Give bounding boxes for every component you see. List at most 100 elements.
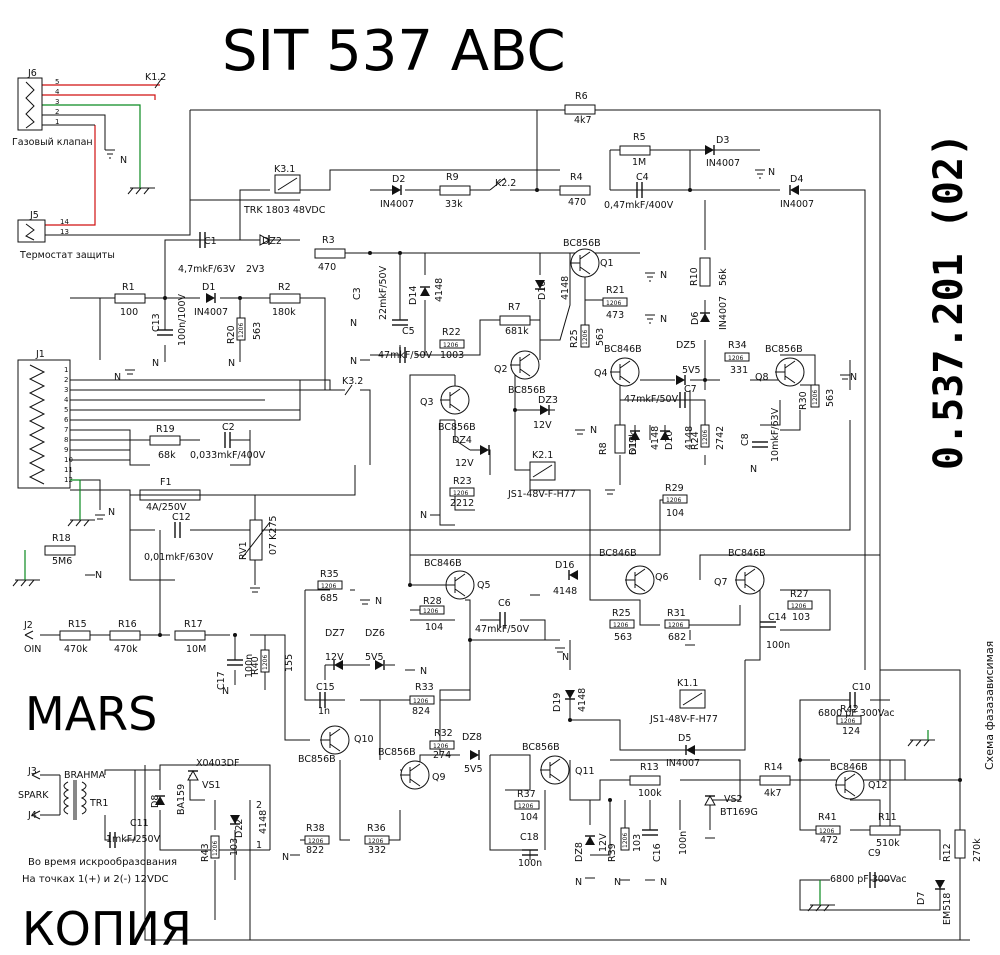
svg-text:563: 563	[825, 389, 836, 407]
svg-text:1: 1	[64, 366, 68, 374]
svg-text:R5: R5	[633, 132, 646, 143]
svg-text:C7: C7	[684, 384, 697, 395]
svg-text:R11: R11	[878, 812, 897, 823]
svg-text:1206: 1206	[613, 622, 628, 629]
svg-text:13: 13	[60, 228, 69, 236]
svg-text:D4: D4	[790, 174, 803, 185]
svg-text:1206: 1206	[368, 838, 383, 845]
connector-j6: J6 54 321 Газовый клапан	[12, 68, 93, 148]
capacitor-c2: C2 0,033mkF/400V	[190, 422, 266, 461]
svg-text:K3.1: K3.1	[274, 164, 295, 175]
svg-text:R35: R35	[320, 569, 339, 580]
svg-text:IN4007: IN4007	[780, 199, 814, 210]
svg-text:N: N	[95, 570, 102, 581]
svg-text:6800 pF 300Vac: 6800 pF 300Vac	[830, 874, 907, 885]
svg-text:07 K275: 07 K275	[268, 516, 279, 555]
colored-wires	[40, 84, 191, 236]
svg-text:R24: R24	[690, 431, 701, 450]
svg-text:N: N	[614, 877, 621, 888]
svg-text:D2: D2	[392, 174, 405, 185]
svg-text:N: N	[114, 372, 121, 383]
svg-text:563: 563	[595, 328, 606, 346]
svg-text:R30: R30	[798, 391, 809, 410]
svg-text:IN4007: IN4007	[706, 158, 740, 169]
svg-text:D5: D5	[678, 733, 691, 744]
svg-text:R19: R19	[156, 424, 175, 435]
svg-text:2: 2	[256, 800, 262, 811]
svg-text:DZ4: DZ4	[452, 435, 472, 446]
svg-text:180k: 180k	[272, 307, 296, 318]
svg-text:C15: C15	[316, 682, 335, 693]
svg-text:BC856B: BC856B	[298, 754, 336, 765]
svg-text:1M: 1M	[632, 157, 646, 168]
svg-text:5: 5	[55, 78, 59, 86]
svg-text:470k: 470k	[114, 644, 138, 655]
svg-text:R9: R9	[446, 172, 459, 183]
svg-text:1206: 1206	[238, 323, 245, 338]
svg-text:R42: R42	[840, 704, 859, 715]
svg-text:K1.1: K1.1	[677, 678, 698, 689]
svg-text:C2: C2	[222, 422, 235, 433]
svg-text:R25: R25	[569, 329, 580, 348]
svg-text:N: N	[222, 686, 229, 697]
svg-text:J4: J4	[27, 810, 37, 821]
svg-text:D7: D7	[916, 892, 927, 905]
svg-text:D16: D16	[537, 281, 548, 300]
svg-text:10mkF/63V: 10mkF/63V	[770, 407, 781, 462]
svg-text:2212: 2212	[450, 498, 474, 509]
svg-text:12V: 12V	[325, 652, 344, 663]
svg-text:1206: 1206	[212, 841, 219, 856]
svg-text:4148: 4148	[577, 688, 588, 712]
svg-text:1206: 1206	[666, 497, 681, 504]
svg-text:BC856B: BC856B	[563, 238, 601, 249]
svg-text:R17: R17	[184, 619, 203, 630]
svg-text:1206: 1206	[668, 622, 683, 629]
side-code: 0.537.201 (02)	[926, 133, 972, 470]
gas-valve-caption: Газовый клапан	[12, 137, 93, 148]
svg-text:N: N	[375, 596, 382, 607]
relay-k31: K3.1 TRK 1803 48VDC	[243, 164, 326, 216]
svg-text:K2.2: K2.2	[495, 178, 516, 189]
svg-text:5M6: 5M6	[52, 556, 72, 567]
svg-text:N: N	[768, 167, 775, 178]
svg-text:N: N	[590, 425, 597, 436]
svg-text:1206: 1206	[453, 490, 468, 497]
svg-text:R2: R2	[278, 282, 291, 293]
svg-text:BA159: BA159	[176, 784, 187, 815]
svg-text:563: 563	[614, 632, 632, 643]
svg-text:J6: J6	[27, 68, 37, 79]
svg-text:4k7: 4k7	[764, 788, 782, 799]
svg-text:5V5: 5V5	[682, 365, 701, 376]
svg-text:R43: R43	[200, 843, 211, 862]
svg-text:C8: C8	[740, 433, 751, 446]
svg-text:C12: C12	[172, 512, 191, 523]
svg-text:0,033mkF/400V: 0,033mkF/400V	[190, 450, 266, 461]
